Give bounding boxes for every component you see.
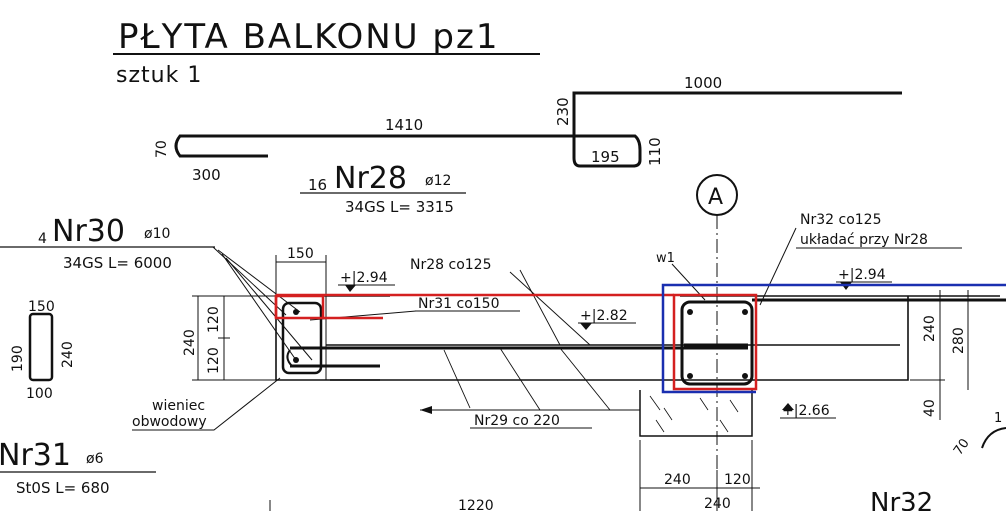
nr30-spec: 34GS L= 6000	[63, 254, 172, 272]
dim-1-right: 1	[994, 411, 1002, 426]
dim-120-top: 120	[206, 306, 222, 333]
nr28-dim-110: 110	[646, 137, 664, 166]
section-dim-lines	[192, 255, 969, 511]
nr31-diameter: ø6	[86, 451, 104, 467]
callout-nr28-co125: Nr28 co125	[410, 257, 491, 273]
bar-nr28-shape	[174, 91, 902, 168]
red-highlight	[274, 293, 758, 391]
level-294-right: +|2.94	[838, 267, 886, 283]
right-hook-shape	[981, 427, 1006, 449]
wieniec-leader	[132, 377, 281, 431]
callout-nr32-co125: Nr32 co125	[800, 212, 881, 228]
nr28-dim-1410: 1410	[385, 116, 423, 134]
nr30-dim-150: 150	[28, 299, 55, 315]
callout-nr32-note: układać przy Nr28	[800, 232, 928, 248]
dim-70-right: 70	[951, 436, 973, 458]
dim-150: 150	[287, 246, 314, 262]
dim-240-right: 240	[922, 315, 938, 342]
dim-40: 40	[922, 399, 938, 417]
axis-label: A	[708, 185, 723, 210]
nr30-qty: 4	[38, 231, 47, 247]
nr28-dim-1000: 1000	[684, 74, 722, 92]
nr30-dim-240: 240	[60, 341, 76, 368]
dim-240: 240	[182, 329, 198, 356]
drawing-title: PŁYTA BALKONU pz1	[118, 17, 500, 57]
callout-nr29-co220: Nr29 co 220	[474, 413, 560, 429]
nr28-dim-230: 230	[554, 97, 572, 126]
nr28-dim-195: 195	[591, 148, 620, 166]
nr28-dim-70: 70	[154, 140, 170, 158]
dim-bottom-240b: 240	[704, 496, 731, 511]
nr30-dim-190: 190	[10, 345, 26, 372]
nr30-name: Nr30	[52, 214, 125, 249]
slab-section	[275, 269, 1006, 437]
label-wieniec: wieniec	[152, 398, 205, 414]
label-obwodowy: obwodowy	[132, 414, 207, 430]
count-label: sztuk 1	[116, 63, 202, 88]
nr30-diameter: ø10	[144, 226, 170, 242]
nr28-spec: 34GS L= 3315	[345, 198, 454, 216]
dim-280: 280	[951, 327, 967, 354]
level-266: +|2.66	[782, 403, 830, 419]
level-294-left: +|2.94	[340, 270, 388, 286]
nr31-spec: St0S L= 680	[16, 479, 110, 497]
nr28-dim-300: 300	[192, 166, 221, 184]
dim-1220: 1220	[458, 498, 494, 511]
nr28-diameter: ø12	[425, 173, 451, 189]
dim-bottom-120: 120	[724, 472, 751, 488]
nr30-stirrup-shape	[28, 312, 54, 382]
level-282: +|2.82	[580, 308, 628, 324]
nr28-qty: 16	[308, 176, 327, 194]
dim-120-bottom: 120	[206, 347, 222, 374]
callout-nr31-co150: Nr31 co150	[418, 296, 499, 312]
nr32-name: Nr32	[870, 488, 933, 511]
nr28-name: Nr28	[334, 161, 407, 196]
blue-highlight	[661, 283, 1006, 394]
dim-bottom-240: 240	[664, 472, 691, 488]
nr30-dim-100: 100	[26, 386, 53, 402]
nr31-name: Nr31	[0, 438, 71, 473]
note-w1: w1	[656, 251, 675, 266]
